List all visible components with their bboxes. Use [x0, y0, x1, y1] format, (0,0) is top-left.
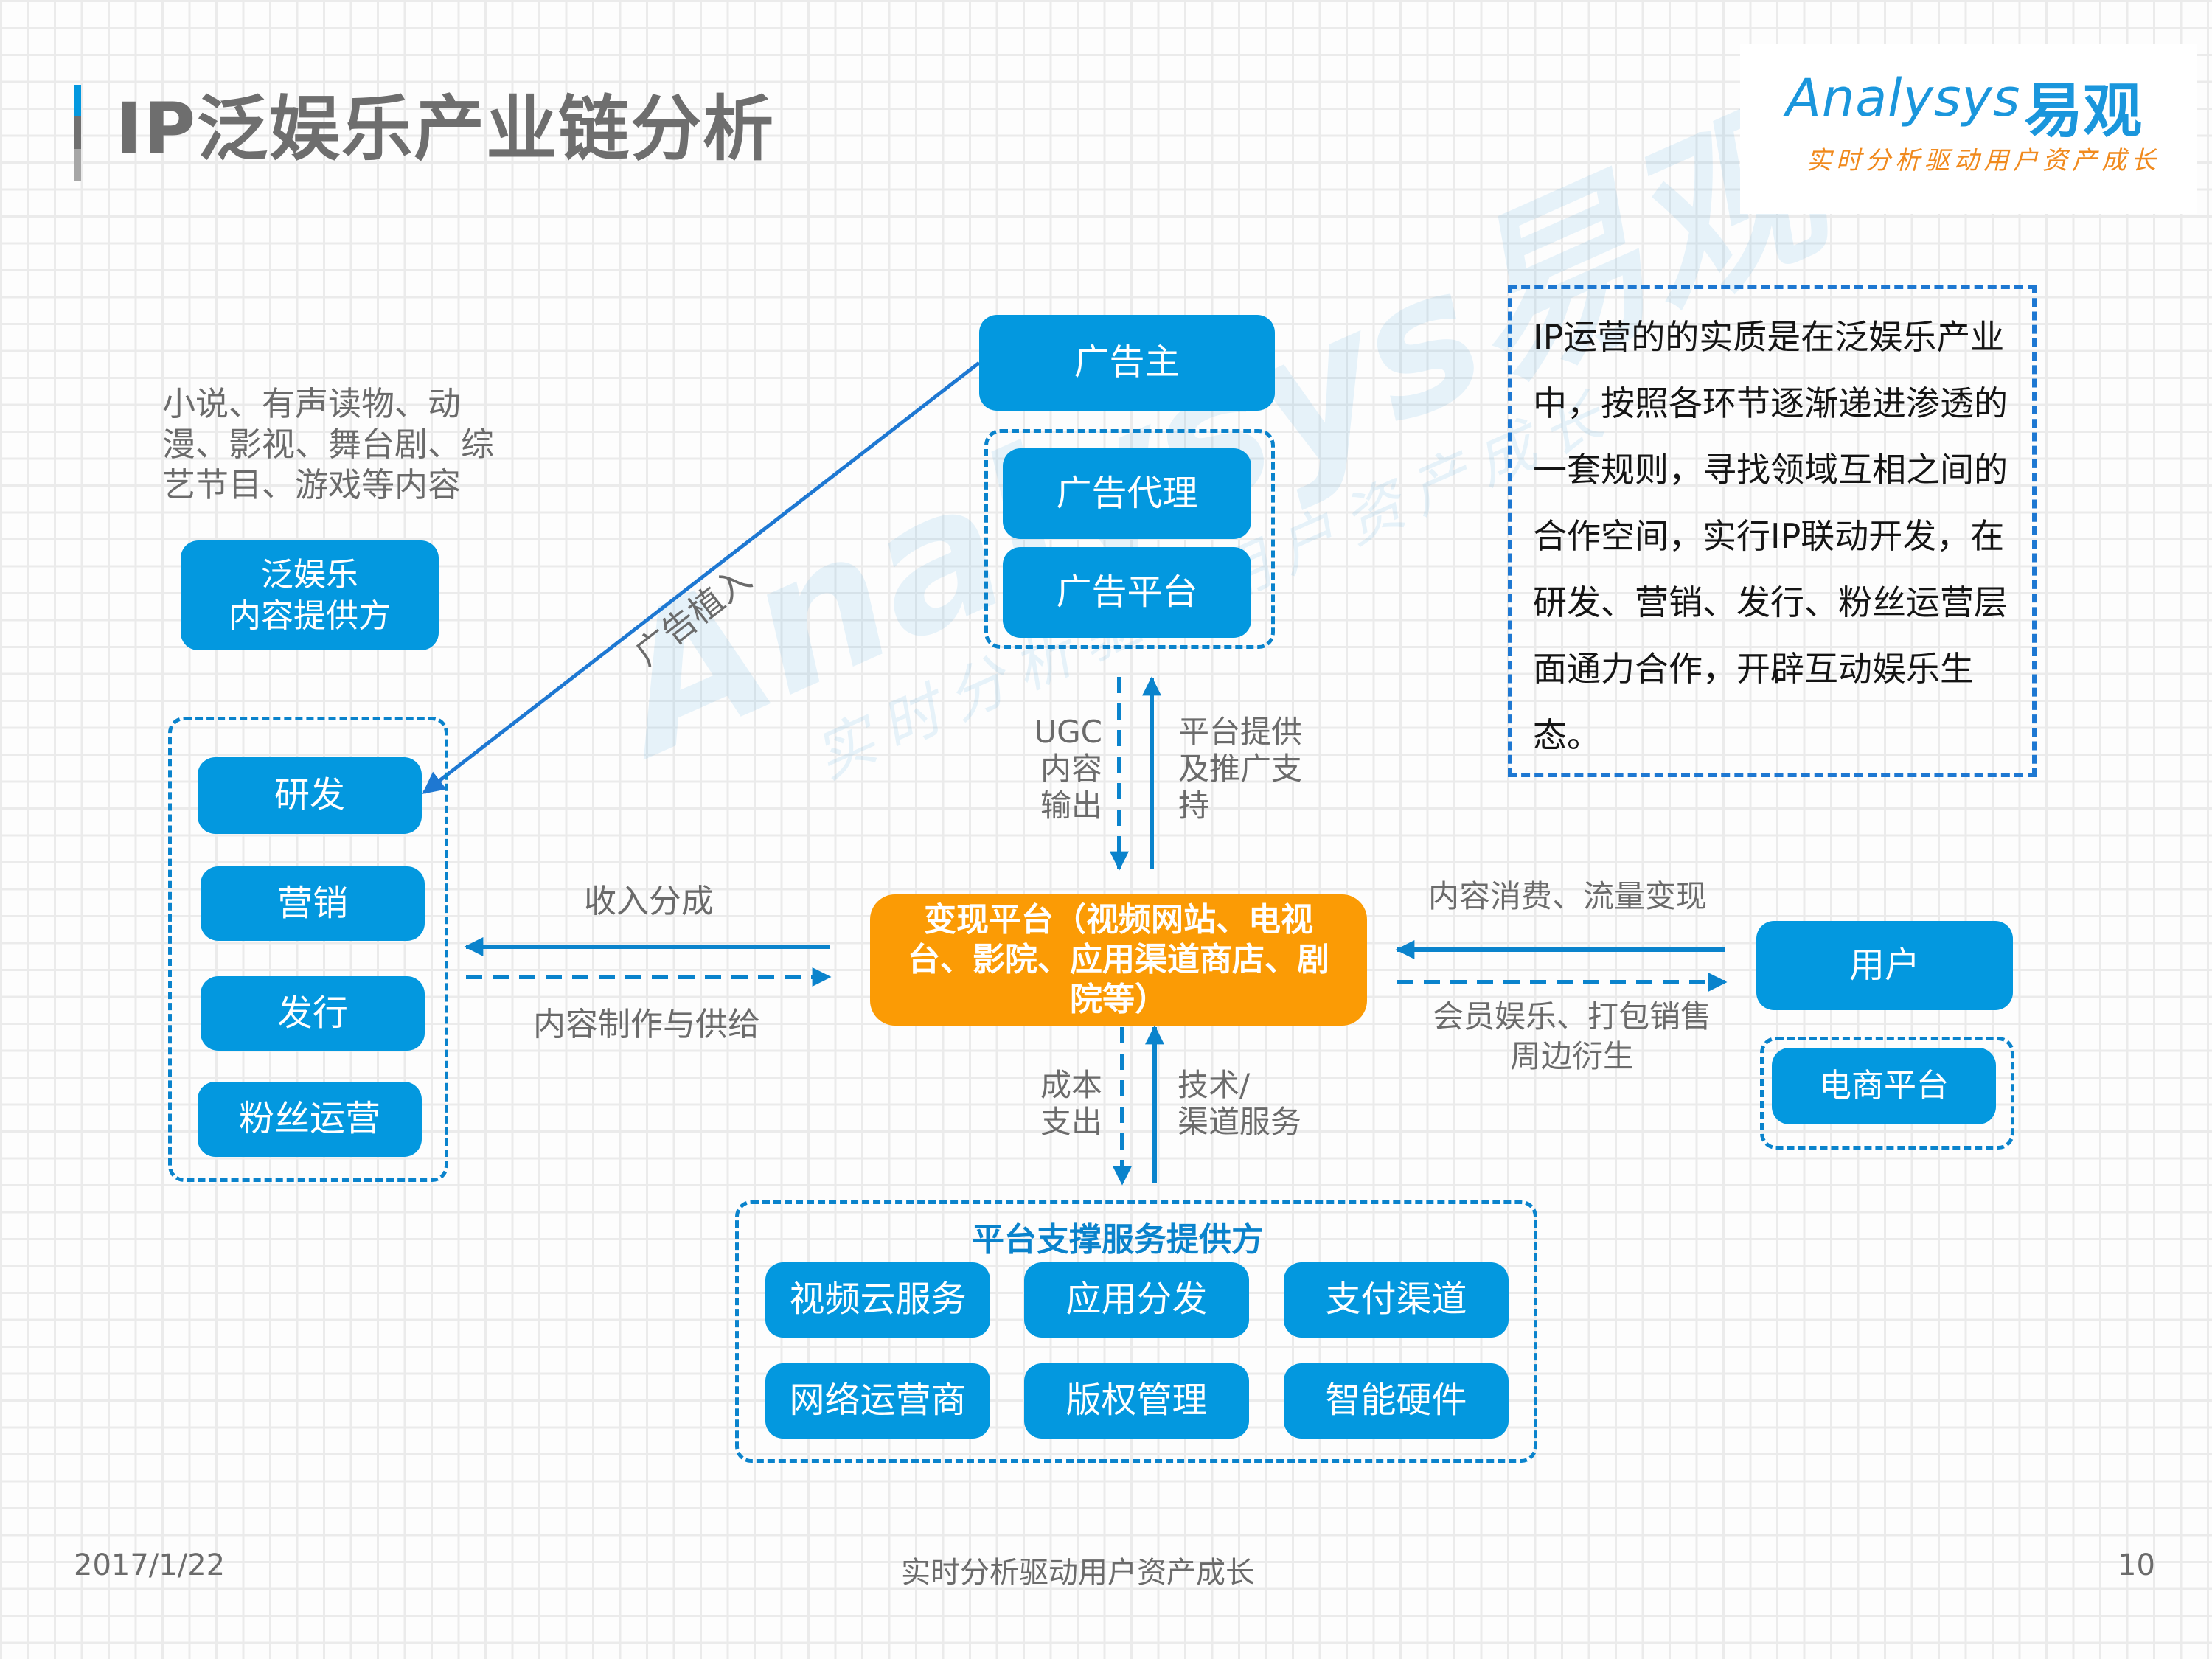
- tech-service-line: 技术/: [1178, 1067, 1251, 1103]
- content-description-line: 漫、影视、舞台剧、综: [162, 425, 495, 464]
- value-chain-group: [168, 717, 448, 1182]
- consumption-label: 内容消费、流量变现: [1428, 878, 1708, 914]
- support-provider-title: 平台支撑服务提供方: [972, 1221, 1264, 1259]
- membership-line: 周边衍生: [1509, 1038, 1634, 1074]
- platform-support-label: 平台提供 及推广支 持: [1178, 714, 1302, 824]
- monetization-platform-box[interactable]: 变现平台（视频网站、电视 台、影院、应用渠道商店、剧 院等）: [870, 894, 1367, 1026]
- content-description: 小说、有声读物、动 漫、影视、舞台剧、综 艺节目、游戏等内容: [162, 383, 494, 505]
- footer-slogan: 实时分析驱动用户资产成长: [901, 1556, 1255, 1590]
- monetization-platform-line: 院等）: [1070, 981, 1167, 1018]
- logo-brand-cn: 易观: [2024, 77, 2142, 145]
- cost-label: 成本 支出: [1032, 1067, 1102, 1141]
- content-provider-box[interactable]: 泛娱乐 内容提供方: [181, 540, 439, 650]
- support-provider-group: [735, 1200, 1537, 1463]
- content-supply-label: 内容制作与供给: [533, 1006, 760, 1043]
- title-accent-bar: [74, 85, 81, 181]
- support-item-app-distribution[interactable]: 应用分发: [1024, 1262, 1249, 1338]
- analysys-logo: Analysys 易观 实时分析驱动用户资产成长: [1740, 44, 2197, 214]
- footer-date: 2017/1/22: [74, 1548, 226, 1582]
- stage-distribution[interactable]: 发行: [201, 976, 425, 1051]
- platform-support-line: 平台提供: [1178, 714, 1303, 750]
- stage-marketing[interactable]: 营销: [201, 866, 425, 941]
- ugc-line: 内容: [1040, 751, 1102, 787]
- support-item-smart-hardware[interactable]: 智能硬件: [1284, 1363, 1509, 1439]
- support-item-video-cloud[interactable]: 视频云服务: [765, 1262, 990, 1338]
- platform-support-line: 持: [1178, 787, 1210, 824]
- accent-segment-blue: [74, 85, 81, 117]
- accent-segment-dark-gray: [74, 116, 81, 149]
- ip-operation-note: IP运营的的实质是在泛娱乐产业中，按照各环节逐渐递进渗透的一套规则，寻找领域互相…: [1508, 285, 2037, 777]
- ad-service-group: [984, 429, 1275, 649]
- user-box[interactable]: 用户: [1756, 921, 2013, 1010]
- accent-segment-light-gray: [74, 148, 81, 181]
- ecommerce-group: [1760, 1037, 2014, 1150]
- tech-service-label: 技术/ 渠道服务: [1178, 1067, 1301, 1141]
- platform-support-line: 及推广支: [1178, 751, 1303, 787]
- stage-fan-operation[interactable]: 粉丝运营: [198, 1082, 422, 1157]
- content-provider-line: 泛娱乐: [261, 555, 358, 594]
- ad-placement-label: 广告植入: [627, 558, 759, 674]
- page-number: 10: [2118, 1548, 2155, 1582]
- content-description-line: 艺节目、游戏等内容: [162, 465, 462, 504]
- ugc-line: 输出: [1040, 787, 1102, 824]
- content-provider-line: 内容提供方: [229, 597, 391, 635]
- cost-line: 支出: [1040, 1104, 1102, 1140]
- monetization-platform-line: 变现平台（视频网站、电视: [924, 901, 1313, 939]
- membership-label: 会员娱乐、打包销售 周边衍生: [1425, 997, 1719, 1077]
- support-item-network-operator[interactable]: 网络运营商: [765, 1363, 990, 1439]
- ad-platform-box[interactable]: 广告平台: [1003, 547, 1251, 638]
- content-description-line: 小说、有声读物、动: [162, 384, 462, 423]
- advertiser-box[interactable]: 广告主: [979, 315, 1275, 411]
- page-title: IP泛娱乐产业链分析: [116, 88, 776, 170]
- ad-placement-arrow: [422, 361, 981, 794]
- support-item-payment[interactable]: 支付渠道: [1284, 1262, 1509, 1338]
- ecommerce-platform-box[interactable]: 电商平台: [1772, 1048, 1996, 1124]
- monetization-platform-line: 台、影院、应用渠道商店、剧: [908, 941, 1329, 978]
- logo-tagline: 实时分析驱动用户资产成长: [1806, 146, 2160, 175]
- ugc-line: UGC: [1034, 714, 1102, 750]
- membership-line: 会员娱乐、打包销售: [1432, 998, 1711, 1034]
- revenue-share-label: 收入分成: [584, 883, 714, 920]
- ugc-output-label: UGC 内容 输出: [1032, 714, 1102, 824]
- support-item-copyright[interactable]: 版权管理: [1024, 1363, 1249, 1439]
- stage-rd[interactable]: 研发: [198, 757, 422, 834]
- cost-line: 成本: [1040, 1067, 1102, 1103]
- logo-wordmark: Analysys: [1786, 68, 2021, 128]
- ad-agency-box[interactable]: 广告代理: [1003, 448, 1251, 539]
- tech-service-line: 渠道服务: [1178, 1104, 1302, 1140]
